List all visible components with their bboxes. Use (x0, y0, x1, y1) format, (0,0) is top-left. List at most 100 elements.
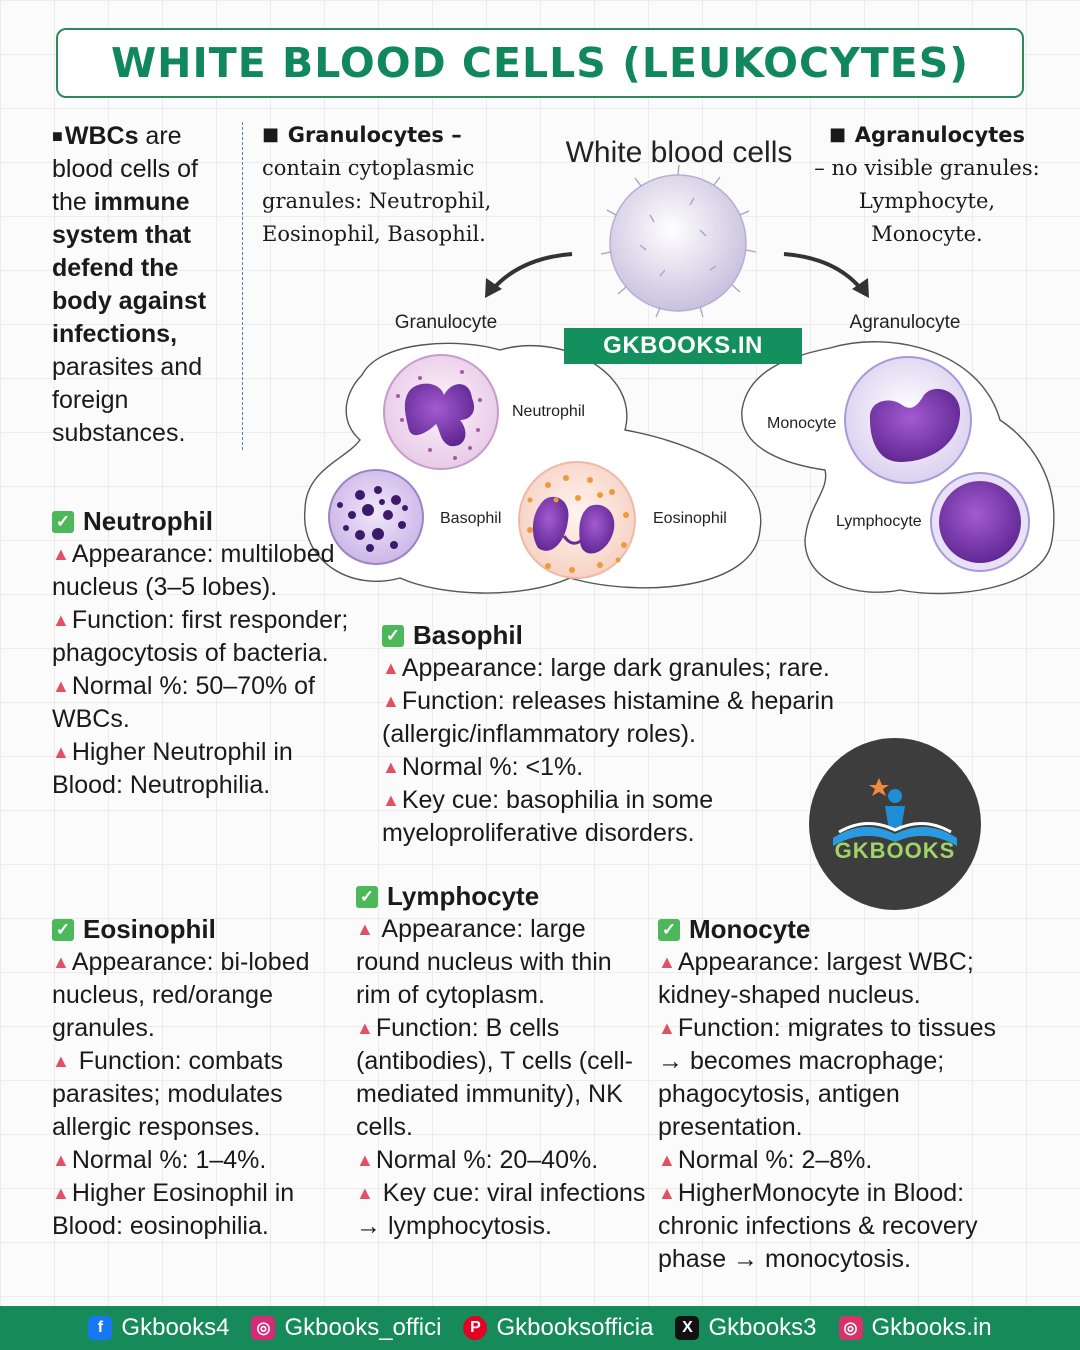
square-bullet-icon: ■ (262, 124, 280, 145)
list-item: ▲Key cue: basophilia in some myeloprolif… (382, 786, 714, 847)
basophil-section: ✓ Basophil ▲Appearance: large dark granul… (382, 619, 892, 850)
monocyte-section: ✓ Monocyte ▲Appearance: largest WBC; kidn… (658, 913, 1023, 1276)
triangle-bullet-icon: ▲ (52, 610, 70, 630)
basophil-points: ▲Appearance: large dark granules; rare. … (382, 652, 892, 850)
triangle-bullet-icon: ▲ (658, 1150, 676, 1170)
agranulocytes-note: ■ Agranulocytes – no visible granules: L… (806, 118, 1048, 251)
square-bullet-icon: ■ (52, 126, 63, 146)
gkbooks-logo (809, 738, 981, 910)
basophil-heading: ✓ Basophil (382, 619, 892, 652)
neutrophil-heading: ✓Neutrophil (52, 505, 362, 538)
triangle-bullet-icon: ▲ (52, 1051, 70, 1071)
diagram-title: White blood cells (566, 136, 793, 169)
neutrophil-label: Neutrophil (512, 403, 585, 420)
intro-post: parasites and foreign substances. (52, 353, 203, 447)
square-bullet-icon: ■ (829, 124, 847, 145)
list-item: ▲Normal %: 50–70% of WBCs. (52, 672, 316, 733)
triangle-bullet-icon: ▲ (356, 1018, 374, 1038)
triangle-bullet-icon: ▲ (356, 919, 374, 939)
intro-term: WBCs (64, 122, 139, 150)
granulocytes-body: contain cytoplasmic granules: Neutrophil… (262, 156, 492, 246)
list-item: ▲Normal %: <1%. (382, 753, 584, 781)
globe-icon: ◎ (838, 1316, 863, 1340)
footer-bar: f Gkbooks4 ◎ Gkbooks_offici P Gkbooksoffici… (0, 1306, 1080, 1350)
monocyte-label: Monocyte (767, 415, 836, 432)
social-label: Gkbooks3 (708, 1314, 817, 1341)
triangle-bullet-icon: ▲ (658, 1018, 676, 1038)
eosinophil-heading: ✓Eosinophil (52, 913, 332, 946)
neutrophil-title: Neutrophil (83, 506, 213, 536)
neutrophil-section: ✓Neutrophil ▲Appearance: multilobed nucl… (52, 505, 362, 802)
triangle-bullet-icon: ▲ (52, 544, 70, 564)
wbc-cell-icon (600, 164, 757, 318)
arrowhead-right-icon (852, 278, 869, 298)
watermark-badge: GKBOOKS.IN (564, 328, 802, 364)
list-item: ▲Higher Neutrophil in Blood: Neutrophili… (52, 738, 293, 799)
check-icon: ✓ (356, 885, 378, 908)
social-instagram[interactable]: ◎ Gkbooks_offici (251, 1314, 441, 1342)
wbc-diagram: White blood cells Granulocyte Agranulocy… (304, 136, 1055, 595)
triangle-bullet-icon: ▲ (52, 1183, 70, 1203)
lymphocyte-cell-icon (930, 472, 1030, 572)
triangle-bullet-icon: ▲ (52, 676, 70, 696)
social-label: Gkbooks.in (871, 1314, 992, 1341)
monocyte-title: Monocyte (689, 914, 811, 944)
triangle-bullet-icon: ▲ (52, 742, 70, 762)
list-item: ▲Appearance: multilobed nucleus (3–5 lob… (52, 540, 335, 601)
social-website[interactable]: ◎ Gkbooks.in (838, 1314, 992, 1342)
triangle-bullet-icon: ▲ (52, 952, 70, 972)
instagram-icon: ◎ (251, 1316, 276, 1340)
list-item: ▲Appearance: large dark granules; rare. (382, 654, 830, 682)
triangle-bullet-icon: ▲ (382, 790, 400, 810)
agranulocytes-body: – no visible granules: Lymphocyte, Monoc… (814, 156, 1040, 246)
open-book-icon (833, 778, 957, 846)
triangle-bullet-icon: ▲ (356, 1150, 374, 1170)
lymphocyte-title: Lymphocyte (387, 881, 540, 911)
social-label: Gkbooks_offici (284, 1314, 442, 1341)
check-icon: ✓ (382, 624, 404, 647)
triangle-bullet-icon: ▲ (52, 1150, 70, 1170)
intro-bold: immune system that defend the body again… (52, 188, 207, 348)
lymphocyte-points: ▲ Appearance: large round nucleus with t… (356, 913, 646, 1243)
list-item: ▲Appearance: largest WBC; kidney-shaped … (658, 948, 974, 1009)
title-box: WHITE BLOOD CELLS (LEUKOCYTES) (56, 28, 1024, 98)
list-item: ▲Function: migrates to tissues → becomes… (658, 1014, 997, 1141)
triangle-bullet-icon: ▲ (658, 1183, 676, 1203)
social-label: Gkbooksofficia (496, 1314, 654, 1341)
facebook-icon: f (88, 1316, 113, 1340)
social-pinterest[interactable]: P Gkbooksofficia (463, 1314, 653, 1342)
basophil-title: Basophil (413, 620, 523, 650)
eosinophil-section: ✓Eosinophil ▲Appearance: bi-lobed nucleu… (52, 913, 332, 1243)
arrow-right-icon (783, 252, 864, 292)
arrowhead-left-icon (485, 278, 502, 298)
monocyte-points: ▲Appearance: largest WBC; kidney-shaped … (658, 946, 1023, 1276)
intro-text: ■WBCs are blood cells of the immune syst… (52, 120, 237, 450)
neutrophil-points: ▲Appearance: multilobed nucleus (3–5 lob… (52, 538, 362, 802)
eosinophil-cell-icon (518, 461, 636, 579)
list-item: ▲Function: first responder; phagocytosis… (52, 606, 349, 667)
pinterest-icon: P (463, 1316, 488, 1340)
social-facebook[interactable]: f Gkbooks4 (88, 1314, 229, 1342)
logo-text: GKBOOKS (834, 838, 956, 863)
check-icon: ✓ (658, 918, 680, 941)
page-title: WHITE BLOOD CELLS (LEUKOCYTES) (110, 39, 970, 87)
granulocyte-label: Granulocyte (395, 312, 497, 333)
eosinophil-points: ▲Appearance: bi-lobed nucleus, red/orang… (52, 946, 332, 1243)
list-item: ▲ Function: combats parasites; modulates… (52, 1047, 284, 1141)
triangle-bullet-icon: ▲ (356, 1183, 374, 1203)
list-item: ▲Function: B cells (antibodies), T cells… (356, 1014, 633, 1141)
list-item: ▲Function: releases histamine & heparin … (382, 687, 835, 748)
arrow-left-icon (490, 252, 573, 292)
neutrophil-cell-icon (383, 354, 499, 470)
eosinophil-label: Eosinophil (653, 510, 727, 527)
monocyte-heading: ✓ Monocyte (658, 913, 1023, 946)
lymphocyte-section: ✓ Lymphocyte ▲ Appearance: large round nu… (356, 880, 646, 1243)
list-item: ▲Normal %: 1–4%. (52, 1146, 267, 1174)
triangle-bullet-icon: ▲ (382, 658, 400, 678)
social-label: Gkbooks4 (121, 1314, 230, 1341)
monocyte-cell-icon (844, 356, 972, 484)
basophil-cell-icon (328, 469, 424, 565)
eosinophil-title: Eosinophil (83, 914, 216, 944)
granulocytes-note: ■ Granulocytes – contain cytoplasmic gra… (262, 118, 512, 251)
